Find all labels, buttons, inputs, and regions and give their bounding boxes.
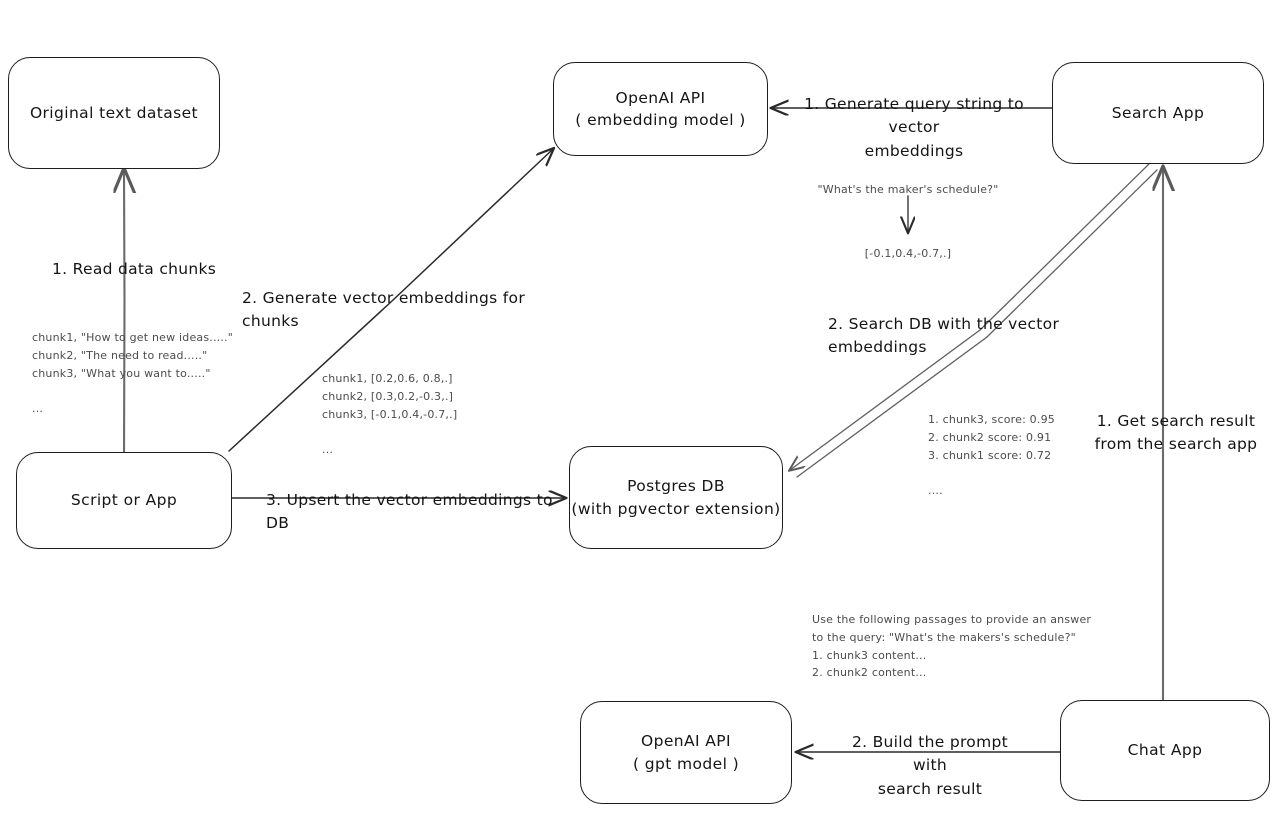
note-query-vector: [-0.1,0.4,-0.7,.] <box>864 247 952 260</box>
note-chunk-vectors: chunk1, [0.2,0.6, 0.8,.] chunk2, [0.3,0.… <box>322 372 458 457</box>
edge-label-upsert-to-db: 3. Upsert the vector embeddings to DB <box>266 491 553 533</box>
node-openai-api-embedding-label: OpenAI API <box>615 88 706 107</box>
node-postgres-db-label: Postgres DB <box>627 477 725 496</box>
edge-label-build-prompt: 2. Build the prompt with search result <box>852 733 1008 798</box>
edge-label-get-search-result: 1. Get search result from the search app <box>1094 412 1258 454</box>
note-search-results: 1. chunk3, score: 0.95 2. chunk2 score: … <box>928 413 1055 498</box>
node-openai-api-embedding-sublabel: ( embedding model ) <box>575 111 746 129</box>
node-openai-api-gpt-label: OpenAI API <box>640 732 732 751</box>
node-search-app-label: Search App <box>1111 103 1205 122</box>
node-script-or-app-label: Script or App <box>70 491 178 510</box>
node-original-text-dataset[interactable]: Original text dataset <box>8 57 220 169</box>
edge-label-generate-query-embeddings: 1. Generate query string to vector embed… <box>804 95 1024 160</box>
note-query-string: "What's the maker's schedule?" <box>817 183 999 196</box>
note-prompt-text: Use the following passages to provide an… <box>812 613 1092 680</box>
node-search-app[interactable]: Search App <box>1052 62 1264 164</box>
node-postgres-db[interactable]: Postgres DB (with pgvector extension) <box>569 446 783 549</box>
node-chat-app[interactable]: Chat App <box>1060 700 1270 801</box>
edge-label-search-db: 2. Search DB with the vector embeddings <box>828 315 1060 357</box>
node-openai-api-gpt[interactable]: OpenAI API ( gpt model ) <box>580 701 792 804</box>
note-raw-chunks: chunk1, "How to get new ideas....." chun… <box>32 331 234 416</box>
node-postgres-db-sublabel: (with pgvector extension) <box>571 499 781 518</box>
node-original-text-dataset-label: Original text dataset <box>29 103 199 122</box>
edge-label-generate-vector-embeddings: 2. Generate vector embeddings for chunks <box>242 289 525 331</box>
node-openai-api-embedding[interactable]: OpenAI API ( embedding model ) <box>553 62 768 156</box>
edge-label-read-data-chunks: 1. Read data chunks <box>52 260 217 278</box>
node-openai-api-gpt-sublabel: ( gpt model ) <box>632 754 740 773</box>
node-script-or-app[interactable]: Script or App <box>16 452 232 549</box>
node-chat-app-label: Chat App <box>1127 741 1203 760</box>
